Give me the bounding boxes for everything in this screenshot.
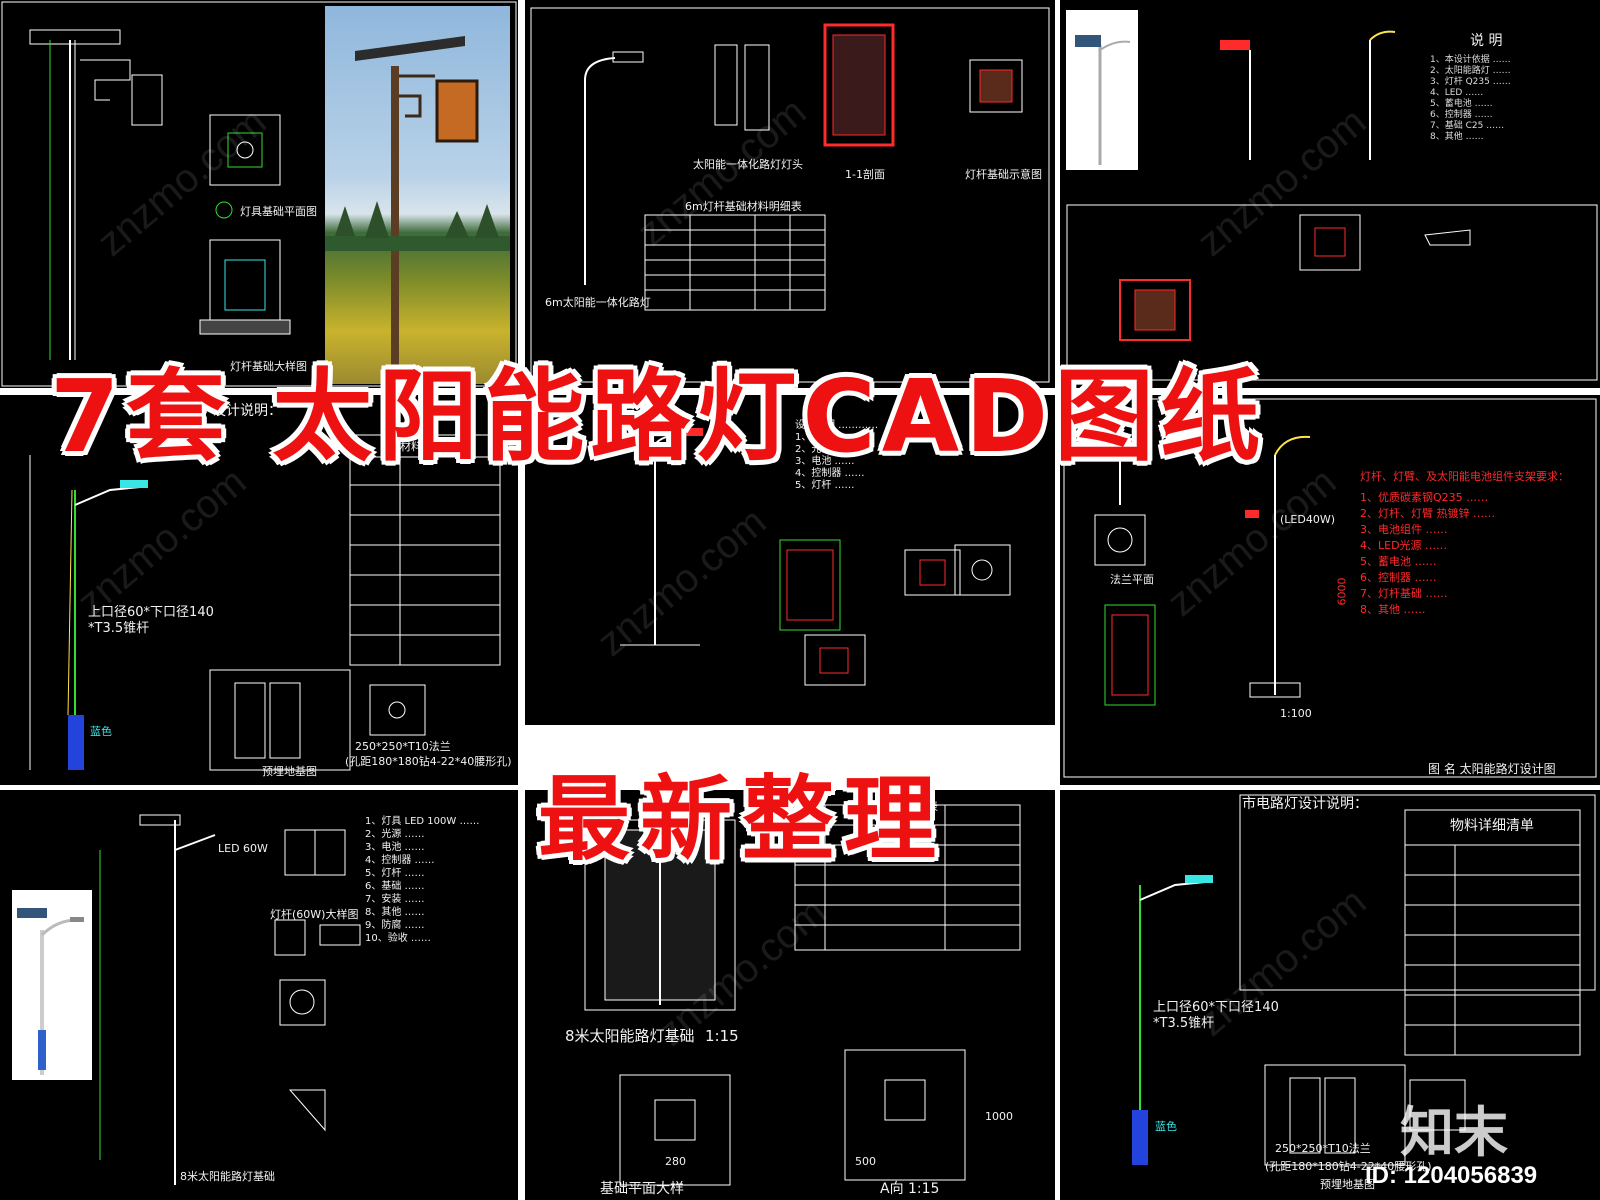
headline-subtitle: 最新整理 <box>538 766 947 873</box>
cad-sheet-7: LED 60W 灯杆(60W)大样图 1、灯具 LED 100W ……2、光源 … <box>0 790 518 1200</box>
sheet-2-table-title: 6m灯杆基础材料明细表 <box>685 200 802 213</box>
sheet-6-plan-label: 法兰平面 <box>1110 573 1154 586</box>
sheet-1-caption-2: 灯杆基础大样图 <box>230 360 307 373</box>
sheet-2-drawing <box>530 7 1050 383</box>
sheet-6-footer: 图 名 太阳能路灯设计图 <box>1428 762 1556 776</box>
sheet-8-list-title: 材料表 <box>905 800 938 813</box>
sheet-8-dim-3: 280 <box>665 1155 686 1168</box>
sheet-4-pole-note-1: 上口径60*下口径140 <box>88 605 214 620</box>
sheet-7-dims: LED 60W <box>218 842 268 855</box>
sheet-8-dim-2: 500 <box>855 1155 876 1168</box>
cad-sheet-5: 设计说明 …………1、灯具 ……2、光源 ……3、电池 ……4、控制器 ……5、… <box>525 395 1055 725</box>
sheet-7-label: 8米太阳能路灯基础 <box>180 1170 275 1183</box>
sheet-4-base-label: 预埋地基图 <box>262 765 317 778</box>
sheet-5-drawing <box>620 428 1011 686</box>
sheet-6-red-notes: 1、优质碳素钢Q235 ……2、灯杆、灯臂 热镀锌 ……3、电池组件 ……4、L… <box>1360 491 1495 616</box>
cad-sheet-2: 太阳能一体化路灯灯头 1-1剖面 灯杆基础示意图 6m灯杆基础材料明细表 6m太… <box>525 0 1055 388</box>
cad-sheet-9: 市电路灯设计说明： 物料详细清单 上口径60*下口径140 *T3.5锥杆 蓝色… <box>1060 790 1600 1200</box>
lamp-thumbnail <box>12 890 92 1080</box>
cad-sheet-3: 说 明 1、本设计依据 ……2、太阳能路灯 ……3、灯杆 Q235 ……4、LE… <box>1060 0 1600 388</box>
sheet-3-notes: 1、本设计依据 ……2、太阳能路灯 ……3、灯杆 Q235 ……4、LED ……… <box>1430 55 1511 142</box>
sheet-2-label-head: 太阳能一体化路灯灯头 <box>693 158 803 171</box>
sheet-9-base-label: 预埋地基图 <box>1320 1178 1375 1191</box>
headline-title: 7套 太阳能路灯CAD图纸 <box>50 358 1267 475</box>
sheet-6-scale: 1:100 <box>1280 707 1312 720</box>
sheet-5-notes: 设计说明 …………1、灯具 ……2、光源 ……3、电池 ……4、控制器 ……5、… <box>795 420 879 491</box>
cad-sheet-6: (LED40W) 6000 法兰平面 1:100 灯杆、灯臂、及太阳能电池组件支… <box>1060 395 1600 785</box>
sheet-9-list-title: 物料详细清单 <box>1450 818 1534 834</box>
sheet-9-pole-note-2: *T3.5锥杆 <box>1153 1016 1215 1031</box>
sheet-4-header: 设计说明： <box>212 403 282 419</box>
cad-sheet-1: 灯具基础平面图 灯杆基础大样图 <box>0 0 518 388</box>
sheet-7-drawing <box>99 814 361 1185</box>
sheet-1-drawing <box>1 1 517 387</box>
sheet-3-drawing <box>1066 10 1598 381</box>
sheet-9-flange: 250*250*T10法兰 <box>1275 1142 1371 1155</box>
sheet-8-drawing <box>584 800 1021 1186</box>
cad-sheet-4: 设计说明： 材料明细表 上口径60*下口径140 *T3.5锥杆 蓝色 250*… <box>0 395 518 785</box>
street-lamp-render <box>325 36 510 366</box>
sheet-8-scale: 1:15 <box>705 1027 739 1045</box>
lamp-thumbnail-icon <box>17 908 84 1075</box>
sheet-6-note-red: 灯杆、灯臂、及太阳能电池组件支架要求： <box>1360 470 1569 483</box>
sheet-1-caption: 灯具基础平面图 <box>240 205 317 218</box>
sheet-9-drawing <box>1132 794 1596 1166</box>
sheet-6-height: 6000 <box>1335 577 1349 606</box>
sheet-4-pole-note-2: *T3.5锥杆 <box>88 621 150 636</box>
sheet-4-table-header: 材料明细表 <box>400 440 455 453</box>
sheet-8-plan-title: 基础平面大样 <box>600 1181 684 1197</box>
sheet-2-label-pole: 6m太阳能一体化路灯 <box>545 296 651 309</box>
sheet-9-blue-label: 蓝色 <box>1155 1120 1177 1133</box>
cad-sheet-8: 材料表 8米太阳能路灯基础 1:15 1000 500 280 A向 1:15 … <box>525 790 1055 1200</box>
sheet-9-hole-note: (孔距180*180钻4-22*40腰形孔) <box>1265 1160 1432 1173</box>
sheet-9-header: 市电路灯设计说明： <box>1242 796 1368 812</box>
sheet-8-base-title: 8米太阳能路灯基础 <box>565 1027 695 1045</box>
sheet-4-blue-label: 蓝色 <box>90 725 112 738</box>
sheet-8-dim-1: 1000 <box>985 1110 1013 1123</box>
sheet-2-label-section: 1-1剖面 <box>845 168 885 181</box>
sheet-4-drawing <box>29 434 501 771</box>
sheet-4-flange: 250*250*T10法兰 <box>355 740 451 753</box>
sheet-4-hole-note: (孔距180*180钻4-22*40腰形孔) <box>345 755 512 768</box>
sheet-7-notes: 1、灯具 LED 100W ……2、光源 ……3、电池 ……4、控制器 ……5、… <box>365 816 480 944</box>
asset-id: ID: 1204056839 <box>1365 1162 1538 1189</box>
sheet-9-pole-note-1: 上口径60*下口径140 <box>1153 1000 1279 1015</box>
brand-logo: 知末 <box>1400 1101 1508 1164</box>
sheet-8-a-label: A向 1:15 <box>880 1181 940 1197</box>
sheet-6-lamp: (LED40W) <box>1280 513 1336 526</box>
sheet-6-drawing <box>1063 398 1597 778</box>
sheet-3-header: 说 明 <box>1470 33 1503 49</box>
render-photo <box>325 6 510 384</box>
sheet-7-pole-label: 灯杆(60W)大样图 <box>270 908 359 921</box>
sheet-2-label-base: 灯杆基础示意图 <box>965 168 1042 181</box>
